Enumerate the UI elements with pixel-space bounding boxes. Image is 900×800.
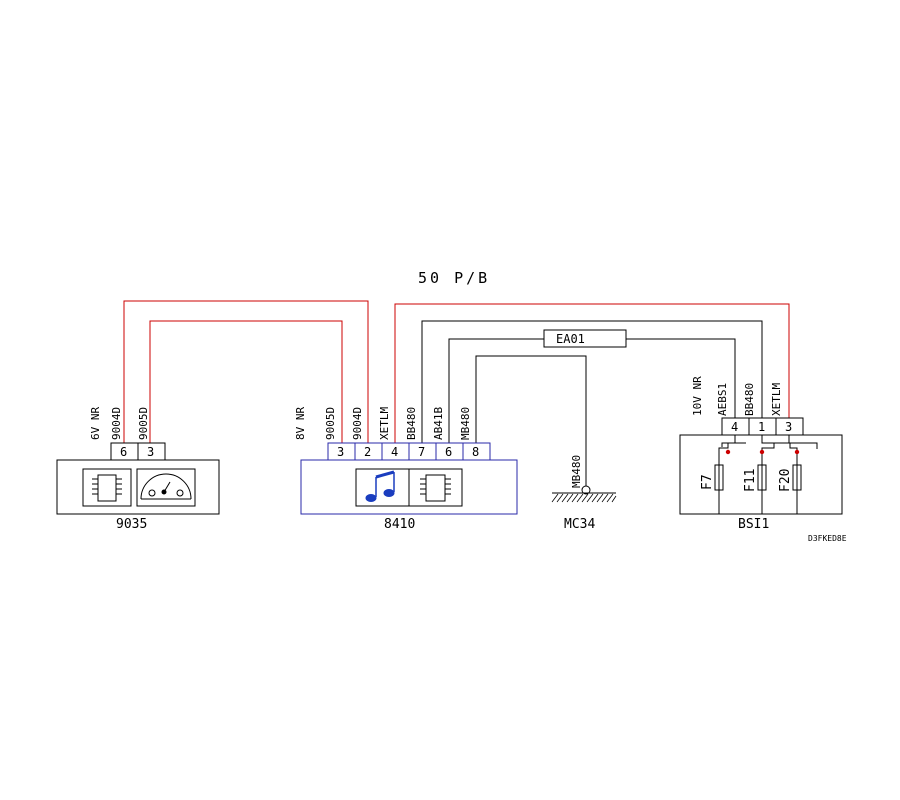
wire-label-ab41b-8410: AB41B: [432, 407, 445, 440]
component-name-mc34: MC34: [564, 517, 595, 532]
wire-xetlm: [394, 303, 790, 443]
pin-3: 3: [147, 445, 154, 459]
gauge-icon: [140, 473, 192, 500]
wire-label-mb480-8410: MB480: [459, 407, 472, 440]
pin-2: 2: [364, 445, 371, 459]
fuse-label-f7: F7: [700, 474, 715, 490]
chip-icon: [420, 474, 451, 502]
component-name-bsi1: BSI1: [738, 517, 769, 532]
fuse-icon: [714, 464, 802, 491]
splice-label: EA01: [556, 332, 585, 346]
red-wires: [123, 300, 790, 443]
component-bsi1: 10V NR AEBS1 BB480 XETLM 4 1 3: [679, 376, 843, 532]
connector-label-8410: 8V NR: [294, 407, 307, 440]
pin-6: 6: [120, 445, 127, 459]
wire-label-mb480-ground: MB480: [570, 455, 583, 488]
connector-label-9035: 6V NR: [89, 407, 102, 440]
fuse-network: [718, 435, 818, 514]
pin-7: 7: [418, 445, 425, 459]
wire-ab41b: [448, 338, 544, 443]
pin-3: 3: [337, 445, 344, 459]
wire-label-9004d-8410: 9004D: [351, 407, 364, 440]
wire-mb480: [475, 355, 587, 487]
wire-aebs1: [626, 338, 736, 418]
pin-6: 6: [445, 445, 452, 459]
wire-label-bb480-bsi1: BB480: [743, 383, 756, 416]
connector-label-bsi1: 10V NR: [691, 376, 704, 416]
reference-code: D3FKED8E: [808, 534, 847, 543]
wire-9005d: [149, 320, 343, 443]
component-9035: 6V NR 9004D 9005D 6 3 9035: [56, 407, 220, 532]
wire-label-bb480-8410: BB480: [405, 407, 418, 440]
component-name-9035: 9035: [116, 517, 147, 532]
chip-icon: [92, 474, 122, 502]
wire-label-xetlm-bsi1: XETLM: [770, 383, 783, 416]
pin-4: 4: [731, 420, 738, 434]
splice-ea01: EA01: [543, 329, 627, 348]
fuse-label-f11: F11: [743, 469, 758, 492]
wire-label-aebs1: AEBS1: [716, 383, 729, 416]
pin-8: 8: [472, 445, 479, 459]
component-8410: 8V NR 9005D 9004D XETLM BB480 AB41B MB48…: [294, 407, 518, 532]
wire-label-9005d-8410: 9005D: [324, 407, 337, 440]
wire-9004d: [123, 300, 369, 443]
component-mc34: MB480 MC34: [551, 455, 617, 532]
pin-1: 1: [758, 420, 765, 434]
wire-label-9005d: 9005D: [137, 407, 150, 440]
pin-4: 4: [391, 445, 398, 459]
wire-label-9004d: 9004D: [110, 407, 123, 440]
pin-3: 3: [785, 420, 792, 434]
ground-icon: [551, 485, 617, 503]
diagram-title: 50 P/B: [418, 269, 490, 287]
black-wires: [421, 320, 763, 487]
component-name-8410: 8410: [384, 517, 415, 532]
fuse-label-f20: F20: [778, 469, 793, 492]
wire-label-xetlm-8410: XETLM: [378, 407, 391, 440]
wire-bb480: [421, 320, 763, 443]
music-note-icon: [365, 470, 395, 502]
